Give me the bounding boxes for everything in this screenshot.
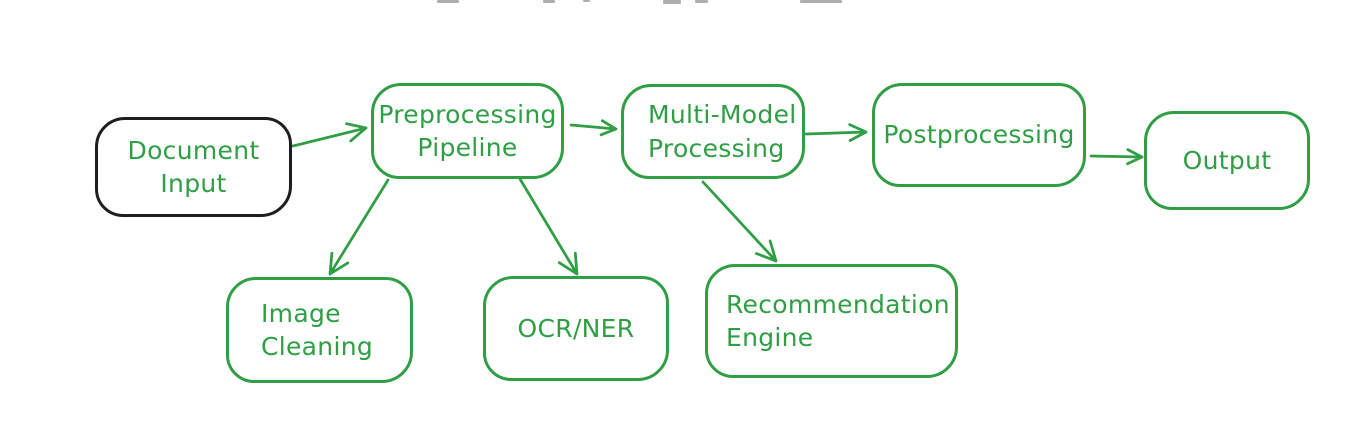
cropped-title-fragment <box>437 0 459 3</box>
node-image-cleaning: Image Cleaning <box>226 277 413 383</box>
arrow-multi-model-processing-to-recommendation-engine <box>701 180 778 263</box>
node-recommendation-engine: Recommendation Engine <box>705 264 958 378</box>
node-multi-model-processing-label: Multi-Model Processing <box>648 100 797 163</box>
cropped-title-fragment <box>543 0 555 3</box>
cropped-title-fragment <box>695 0 708 3</box>
node-output-label: Output <box>1182 145 1272 175</box>
node-ocr-ner-label: OCR/NER <box>517 313 635 343</box>
node-ocr-ner: OCR/NER <box>483 276 669 381</box>
node-image-cleaning-label: Image Cleaning <box>261 298 374 362</box>
arrow-preprocessing-pipeline-to-ocr-ner <box>518 177 579 276</box>
node-output: Output <box>1144 111 1310 210</box>
arrow-document-input-to-preprocessing-pipeline <box>291 122 368 148</box>
arrow-multi-model-processing-to-postprocessing <box>804 123 868 142</box>
cropped-title-fragment <box>663 0 681 4</box>
node-preprocessing-pipeline-label: Preprocessing Pipeline <box>378 99 557 163</box>
node-document-input: Document Input <box>95 117 292 217</box>
node-recommendation-engine-label: Recommendation Engine <box>726 289 950 353</box>
node-postprocessing: Postprocessing <box>872 83 1086 187</box>
node-multi-model-processing: Multi-Model Processing <box>621 84 805 179</box>
cropped-title-fragment <box>800 0 842 3</box>
arrow-preprocessing-pipeline-to-multi-model-processing <box>569 119 618 137</box>
arrow-postprocessing-to-output <box>1089 148 1144 166</box>
node-preprocessing-pipeline: Preprocessing Pipeline <box>371 83 564 179</box>
node-document-input-label: Document Input <box>127 135 260 199</box>
cropped-title-fragment <box>583 0 590 2</box>
node-postprocessing-label: Postprocessing <box>883 120 1075 150</box>
arrow-preprocessing-pipeline-to-image-cleaning <box>328 178 390 276</box>
